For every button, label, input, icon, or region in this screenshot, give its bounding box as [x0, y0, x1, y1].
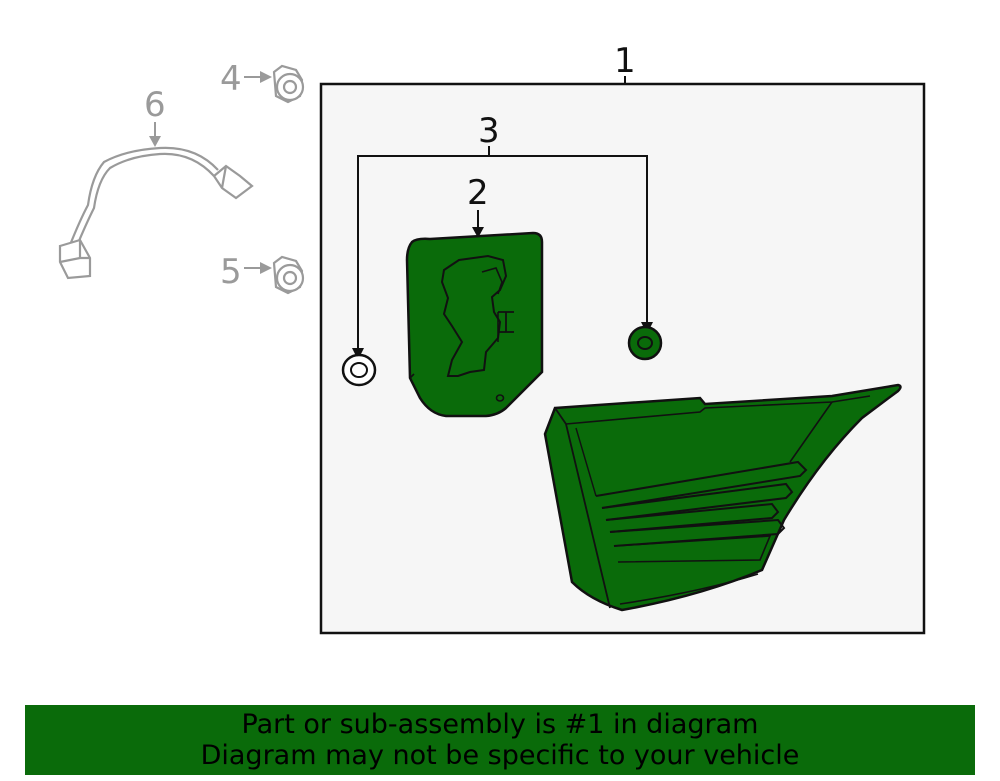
callout-3-label: 3 [478, 111, 500, 151]
part-2-inner-panel [405, 231, 544, 418]
part-1-tail-lamp [543, 383, 902, 612]
info-banner: Part or sub-assembly is #1 in diagram Di… [25, 705, 975, 775]
part-6-wire-harness [58, 146, 254, 280]
part-4-nut [272, 64, 305, 104]
callout-6-arrowhead [149, 136, 161, 147]
callout-4-arrowhead [260, 71, 272, 83]
banner-line-2: Diagram may not be specific to your vehi… [200, 740, 800, 771]
callout-2-arrowhead [472, 227, 484, 238]
callout-3-bracket [357, 146, 648, 352]
callout-4-label: 4 [220, 59, 242, 99]
grommet-highlighted [627, 325, 663, 361]
banner-line-1: Part or sub-assembly is #1 in diagram [241, 709, 759, 740]
part-5-nut [272, 255, 305, 295]
grommet-outline [341, 353, 377, 387]
callout-2-label: 2 [467, 173, 489, 213]
callout-5-label: 5 [220, 252, 242, 292]
callout-5-arrowhead [260, 262, 272, 274]
callout-1-label: 1 [614, 41, 636, 81]
callout-6-label: 6 [144, 85, 166, 125]
